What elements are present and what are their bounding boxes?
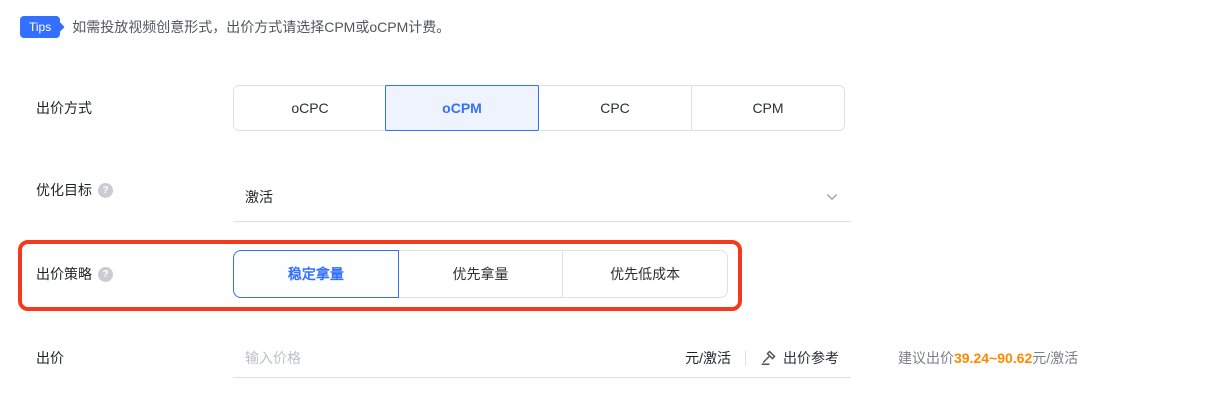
chevron-down-icon	[826, 193, 838, 200]
optimization-goal-label: 优化目标 ?	[36, 180, 113, 200]
bid-reference-button[interactable]: 出价参考	[760, 348, 839, 368]
bid-method-option-cpc[interactable]: CPC	[538, 86, 691, 130]
help-icon[interactable]: ?	[98, 266, 113, 282]
tips-row: Tips 如需投放视频创意形式，出价方式请选择CPM或oCPM计费。	[20, 16, 450, 38]
tips-badge: Tips	[20, 16, 61, 38]
bid-reference-label: 出价参考	[783, 349, 839, 366]
bid-strategy-segmented-control: 稳定拿量 优先拿量 优先低成本	[233, 250, 728, 298]
bid-strategy-option-low-cost-first[interactable]: 优先低成本	[562, 251, 728, 297]
bid-method-label: 出价方式	[36, 100, 92, 116]
bid-strategy-option-stable[interactable]: 稳定拿量	[233, 250, 399, 298]
bid-suggestion-prefix: 建议出价	[898, 350, 954, 366]
vertical-divider	[745, 349, 746, 366]
bid-strategy-option-volume-first[interactable]: 优先拿量	[397, 251, 563, 297]
bid-price-input[interactable]	[245, 349, 686, 366]
bid-method-option-ocpm[interactable]: oCPM	[385, 85, 539, 131]
optimization-goal-select[interactable]: 激活	[233, 172, 851, 222]
optimization-goal-value: 激活	[245, 188, 273, 205]
bid-method-option-cpm[interactable]: CPM	[691, 86, 844, 130]
bid-label: 出价	[36, 350, 64, 366]
bid-method-option-ocpc[interactable]: oCPC	[234, 86, 386, 130]
bid-suggestion-range: 39.24~90.62	[954, 350, 1033, 366]
bid-method-segmented-control: oCPC oCPM CPC CPM	[233, 85, 845, 131]
bid-input-field: 元/激活 出价参考	[233, 338, 851, 378]
bid-suggestion-suffix: 元/激活	[1032, 350, 1079, 366]
tips-text: 如需投放视频创意形式，出价方式请选择CPM或oCPM计费。	[72, 19, 451, 35]
bid-suggestion: 建议出价39.24~90.62元/激活	[898, 348, 1078, 368]
bid-unit: 元/激活	[685, 349, 731, 366]
gavel-icon	[761, 350, 776, 365]
bid-strategy-label: 出价策略 ?	[36, 264, 113, 284]
help-icon[interactable]: ?	[98, 182, 113, 198]
